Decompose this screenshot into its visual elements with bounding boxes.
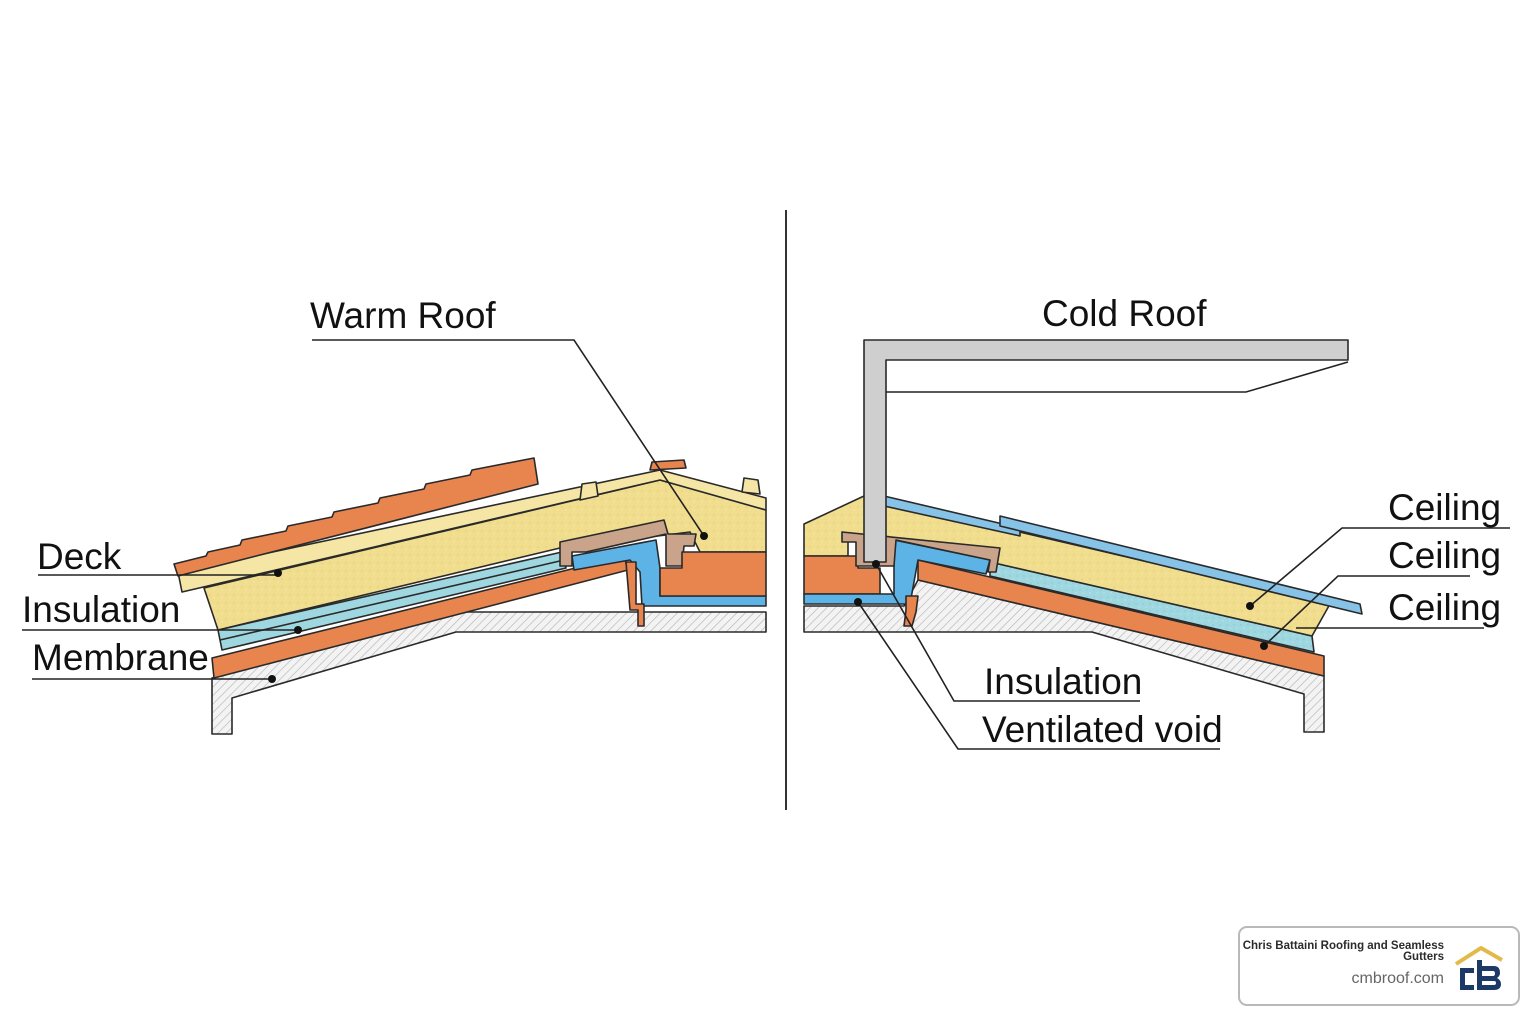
- label-ventilated-void: Ventilated void: [982, 709, 1223, 750]
- warm-roof-title: Warm Roof: [310, 295, 496, 336]
- brand-badge[interactable]: Chris Battaini Roofing and Seamless Gutt…: [1238, 926, 1520, 1006]
- warm-roof-tiles: [173, 457, 539, 577]
- label-insulation-cold: Insulation: [984, 661, 1142, 702]
- label-insulation-warm: Insulation: [22, 589, 180, 630]
- label-membrane: Membrane: [32, 637, 209, 678]
- warm-joint: [559, 519, 697, 567]
- cold-roof-title: Cold Roof: [1042, 293, 1207, 334]
- label-ceiling-1: Ceiling: [1388, 487, 1501, 528]
- cold-ventilated-void: [803, 539, 991, 605]
- label-deck: Deck: [37, 536, 122, 577]
- label-ceiling-2: Ceiling: [1388, 535, 1501, 576]
- brand-name: Chris Battaini Roofing and Seamless Gutt…: [1242, 940, 1444, 963]
- cold-roof-section: [803, 339, 1510, 750]
- cold-deck-layer: [917, 559, 1325, 677]
- cold-steel-bracket: [863, 339, 1349, 563]
- house-cb-logo-icon: [1454, 946, 1503, 990]
- warm-insulation-layer: [217, 551, 567, 651]
- warm-void: [571, 539, 767, 607]
- label-ceiling-3: Ceiling: [1388, 587, 1501, 628]
- warm-roof-section: [22, 339, 767, 735]
- brand-url[interactable]: cmbroof.com: [1351, 970, 1444, 987]
